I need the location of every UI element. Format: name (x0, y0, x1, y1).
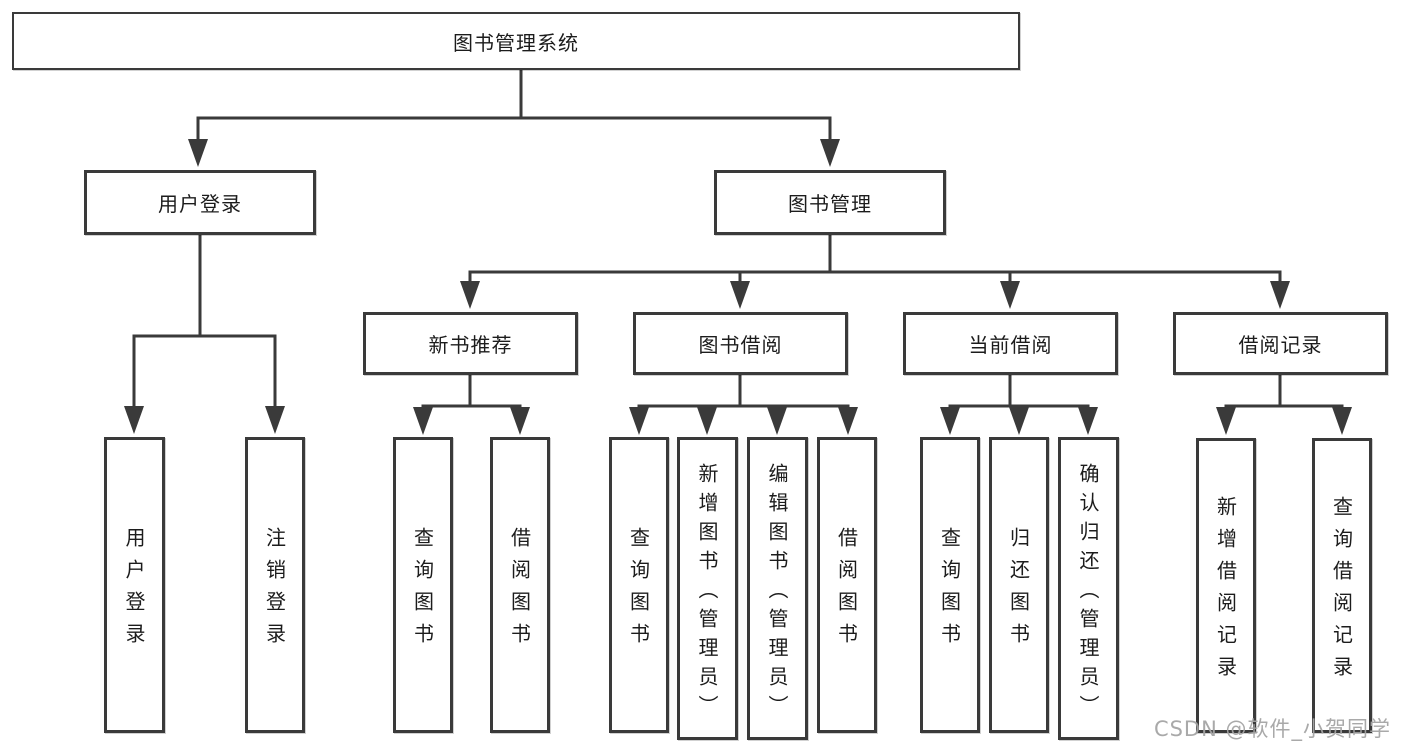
node-book-management-label: 图书管理 (788, 192, 872, 216)
connector-new-book-recommend-to-leaves (413, 373, 530, 435)
connector-current-borrow-to-leaves (940, 373, 1098, 435)
leaf-user-login-label: 用户登录 (122, 527, 146, 655)
leaf-query-borrow-record-label: 查询借阅记录 (1329, 495, 1354, 688)
leaf-add-book-admin: 新增图书（管理员） (677, 437, 738, 740)
node-current-borrow: 当前借阅 (903, 312, 1118, 375)
node-borrow-records: 借阅记录 (1173, 312, 1388, 375)
leaf-recommend-query-books-label: 查询图书 (410, 527, 435, 655)
leaf-recommend-borrow-books-label: 借阅图书 (507, 527, 532, 655)
leaf-current-query-books-label: 查询图书 (937, 527, 962, 655)
leaf-borrow-query-books: 查询图书 (609, 437, 669, 733)
connector-user-login-to-leaves (124, 233, 285, 434)
leaf-borrow-borrow-books: 借阅图书 (817, 437, 877, 733)
connector-book-borrow-to-leaves (629, 373, 858, 435)
leaf-user-login: 用户登录 (104, 437, 165, 733)
leaf-edit-book-admin-label: 编辑图书（管理员） (765, 462, 789, 724)
leaf-current-query-books: 查询图书 (920, 437, 980, 733)
node-book-management: 图书管理 (714, 170, 946, 235)
watermark-text: CSDN @软件_小贺同学 (1153, 717, 1391, 741)
node-current-borrow-label: 当前借阅 (968, 333, 1053, 357)
node-book-borrow-label: 图书借阅 (698, 333, 783, 357)
leaf-recommend-query-books: 查询图书 (393, 437, 453, 733)
leaf-query-borrow-record: 查询借阅记录 (1312, 438, 1372, 733)
node-new-book-recommend: 新书推荐 (363, 312, 578, 375)
leaf-recommend-borrow-books: 借阅图书 (490, 437, 550, 733)
node-user-login-label: 用户登录 (158, 192, 242, 216)
leaf-borrow-borrow-books-label: 借阅图书 (834, 527, 859, 655)
leaf-add-book-admin-label: 新增图书（管理员） (695, 462, 719, 724)
leaf-confirm-return-admin: 确认归还（管理员） (1058, 437, 1119, 740)
leaf-borrow-query-books-label: 查询图书 (626, 527, 651, 655)
leaf-add-borrow-record: 新增借阅记录 (1196, 438, 1256, 733)
connector-root-to-level2 (188, 68, 840, 167)
leaf-edit-book-admin: 编辑图书（管理员） (747, 437, 808, 740)
node-book-borrow: 图书借阅 (633, 312, 848, 375)
leaf-add-borrow-record-label: 新增借阅记录 (1213, 495, 1238, 688)
node-root-label: 图书管理系统 (453, 30, 579, 55)
leaf-logout-label: 注销登录 (262, 527, 287, 655)
node-user-login: 用户登录 (84, 170, 316, 235)
node-borrow-records-label: 借阅记录 (1238, 333, 1323, 357)
leaf-return-books: 归还图书 (989, 437, 1049, 733)
node-new-book-recommend-label: 新书推荐 (428, 333, 513, 357)
leaf-confirm-return-admin-label: 确认归还（管理员） (1076, 462, 1100, 724)
connector-borrow-records-to-leaves (1216, 373, 1352, 435)
leaf-return-books-label: 归还图书 (1006, 527, 1031, 655)
node-root: 图书管理系统 (12, 12, 1020, 70)
leaf-logout: 注销登录 (245, 437, 305, 733)
connector-book-management-to-level3 (460, 233, 1290, 309)
